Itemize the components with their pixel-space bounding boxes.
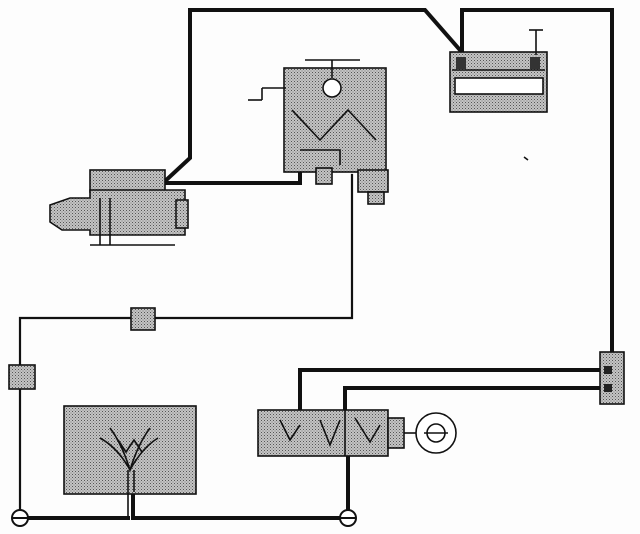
- battery-negative-terminal: [456, 57, 466, 69]
- inline-connector-2: [8, 364, 36, 390]
- alternator-case: [63, 405, 197, 495]
- alternator: [63, 405, 197, 518]
- starter-motor: [49, 169, 189, 246]
- wire-module-to-harness: [18, 173, 354, 520]
- wire-block-feed-1: [298, 368, 606, 412]
- connector-block-plug: [387, 417, 405, 449]
- ground-icon: [523, 156, 529, 161]
- wire-starter-to-module: [161, 168, 302, 185]
- battery-label-strip: [454, 77, 544, 95]
- control-module: [248, 59, 389, 205]
- wire-harness: [18, 8, 614, 520]
- wire-starter-to-battery: [160, 8, 463, 186]
- starter-end-cap: [175, 199, 189, 229]
- inline-connector-1: [130, 307, 156, 331]
- module-plug-b: [357, 169, 389, 193]
- module-plug-c: [367, 191, 385, 205]
- ground-point-right: [339, 509, 357, 527]
- chassis-ground: [523, 156, 529, 161]
- wire-alternator-ground: [131, 488, 347, 520]
- ground-point-left: [11, 509, 29, 527]
- inline-connector-3: [599, 351, 625, 405]
- starter-body: [49, 189, 186, 236]
- warning-lamp: [404, 412, 457, 454]
- connector-block-case: [257, 409, 389, 457]
- relay-coil-icon: [322, 78, 342, 98]
- wire-block-feed-2: [343, 386, 606, 412]
- wire-battery-to-right-bus: [460, 8, 614, 362]
- connector-block: [257, 409, 405, 457]
- battery-positive-terminal: [530, 57, 540, 69]
- starter-solenoid: [89, 169, 166, 193]
- battery: [449, 29, 548, 113]
- module-plug-a: [315, 167, 333, 185]
